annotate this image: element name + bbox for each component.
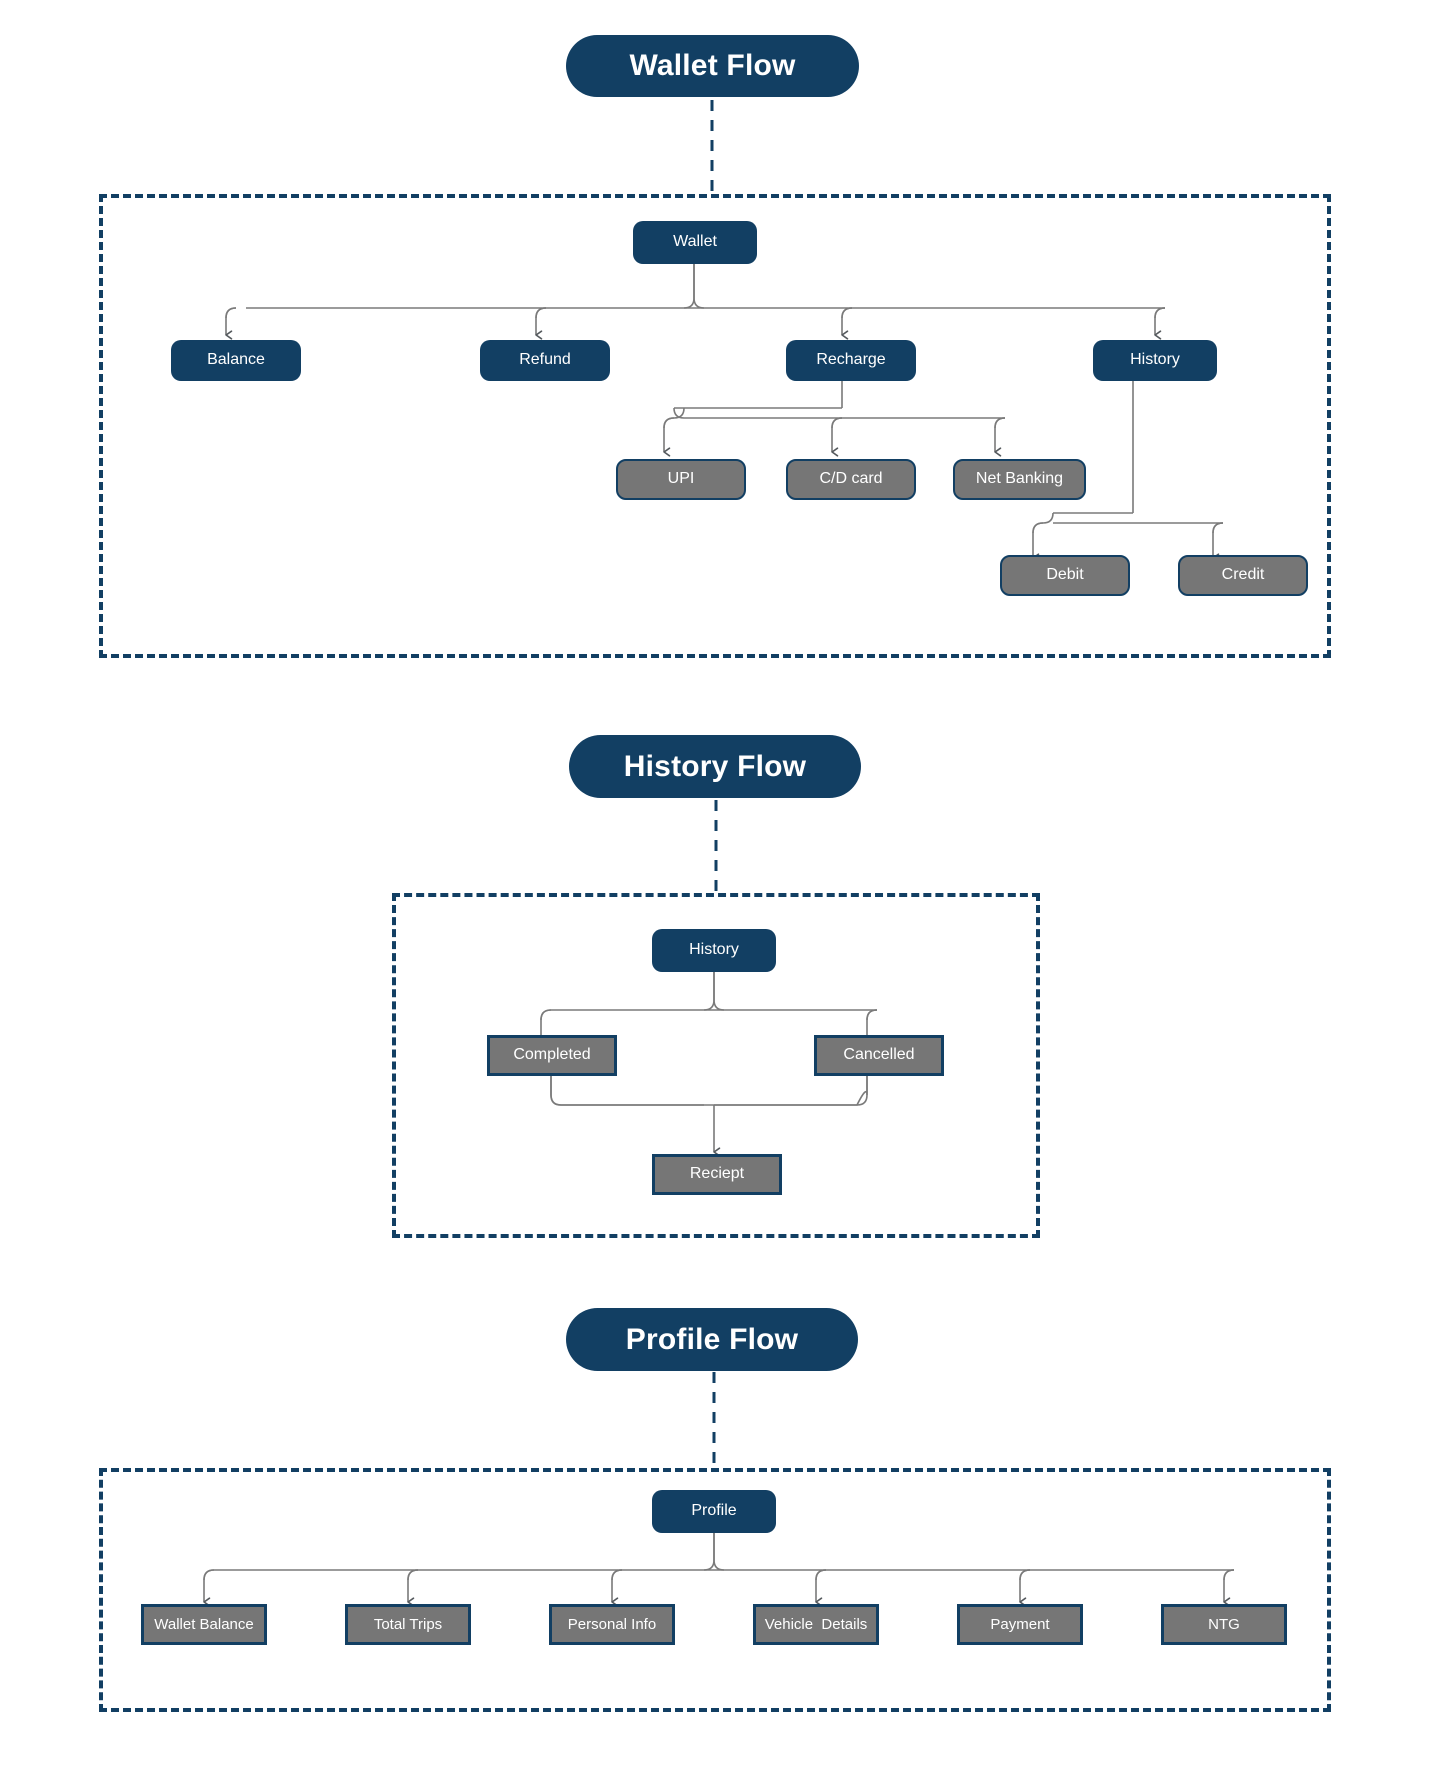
- node-wallet[interactable]: Wallet: [633, 221, 757, 264]
- node-cancelled[interactable]: Cancelled: [814, 1035, 944, 1076]
- node-label: Net Banking: [975, 470, 1064, 488]
- node-label: Wallet Balance: [154, 1615, 254, 1633]
- group-frame-wallet-flow: [99, 194, 1331, 658]
- node-total-trips[interactable]: Total Trips: [345, 1604, 471, 1645]
- node-label: Completed: [513, 1046, 591, 1064]
- node-label: Reciept: [689, 1165, 745, 1183]
- node-label: Refund: [519, 351, 571, 369]
- section-title-label: History Flow: [623, 749, 807, 783]
- node-history-root[interactable]: History: [652, 929, 776, 972]
- node-label: UPI: [667, 470, 695, 488]
- node-net-banking[interactable]: Net Banking: [953, 459, 1086, 500]
- section-title-profile-flow: Profile Flow: [566, 1308, 858, 1371]
- node-label: Credit: [1221, 566, 1265, 584]
- node-label: Profile: [691, 1502, 737, 1520]
- node-label: Recharge: [816, 351, 886, 369]
- node-debit[interactable]: Debit: [1000, 555, 1130, 596]
- node-payment[interactable]: Payment: [957, 1604, 1083, 1645]
- node-label: C/D card: [819, 470, 883, 488]
- node-label: Total Trips: [373, 1615, 443, 1633]
- node-personal-info[interactable]: Personal Info: [549, 1604, 675, 1645]
- node-profile[interactable]: Profile: [652, 1490, 776, 1533]
- group-frame-profile-flow: [99, 1468, 1331, 1712]
- node-cd-card[interactable]: C/D card: [786, 459, 916, 500]
- node-wallet-balance[interactable]: Wallet Balance: [141, 1604, 267, 1645]
- node-label: Payment: [990, 1615, 1050, 1633]
- node-vehicle-details[interactable]: Vehicle Details: [753, 1604, 879, 1645]
- node-label: Vehicle Details: [764, 1615, 868, 1633]
- node-ntg[interactable]: NTG: [1161, 1604, 1287, 1645]
- node-refund[interactable]: Refund: [480, 340, 610, 381]
- node-balance[interactable]: Balance: [171, 340, 301, 381]
- node-label: NTG: [1208, 1615, 1240, 1633]
- section-title-wallet-flow: Wallet Flow: [566, 35, 859, 97]
- section-title-label: Wallet Flow: [629, 49, 796, 82]
- node-label: Cancelled: [843, 1046, 915, 1064]
- section-title-label: Profile Flow: [625, 1322, 799, 1356]
- node-label: History: [1130, 351, 1180, 369]
- node-recharge[interactable]: Recharge: [786, 340, 916, 381]
- node-completed[interactable]: Completed: [487, 1035, 617, 1076]
- node-label: Balance: [207, 351, 265, 369]
- node-reciept[interactable]: Reciept: [652, 1154, 782, 1195]
- node-history-wallet[interactable]: History: [1093, 340, 1217, 381]
- node-upi[interactable]: UPI: [616, 459, 746, 500]
- node-label: Debit: [1046, 566, 1084, 584]
- node-label: History: [689, 941, 739, 959]
- node-credit[interactable]: Credit: [1178, 555, 1308, 596]
- node-label: Wallet: [673, 233, 717, 251]
- section-title-history-flow: History Flow: [569, 735, 861, 798]
- node-label: Personal Info: [567, 1615, 657, 1633]
- group-frame-history-flow: [392, 893, 1040, 1238]
